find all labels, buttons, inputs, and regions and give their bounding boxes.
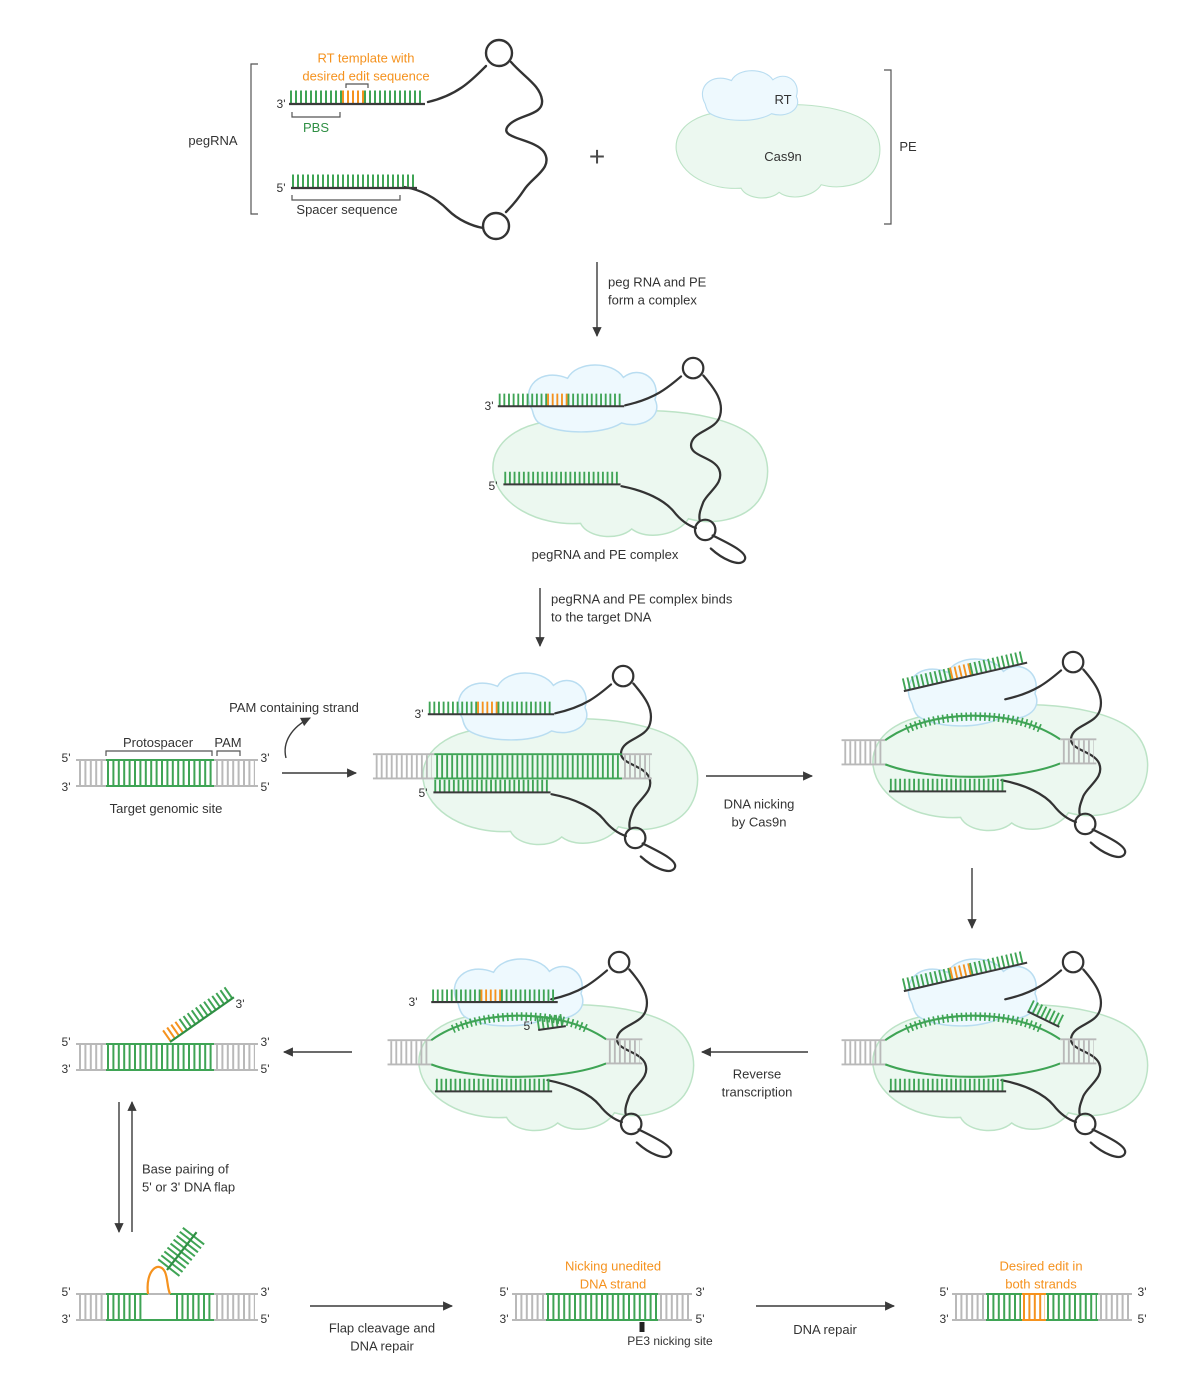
spacer-sequence-label: Spacer sequence [296,202,398,218]
pbs-bracket [291,112,341,118]
prime-label-3: 3' [1137,1284,1147,1299]
step-flap-cleavage: Flap cleavage and DNA repair [328,1320,436,1353]
pe-protein [675,69,892,225]
prime-label-5: 5' [276,180,286,195]
protospacer-label: Protospacer [122,735,194,751]
prime-label-3: 3' [260,750,270,765]
prime-label-3: 3' [235,996,245,1011]
excised-loop [146,1265,172,1295]
prime-label-3: 3' [499,1311,509,1326]
prime-label-3: 3' [484,398,494,413]
prime-label-3: 3' [260,1034,270,1049]
prime-label-5: 5' [418,785,428,800]
prime-label-5: 5' [499,1284,509,1299]
plus-sign: + [588,141,606,173]
dna-with-3prime-flap [76,986,258,1071]
prime-label-3: 3' [414,706,424,721]
prime-label-5: 5' [61,750,71,765]
step-form-complex: peg RNA and PE form a complex [608,274,707,307]
prime-label-5: 5' [523,1018,533,1033]
step-binds-target: pegRNA and PE complex binds to the targe… [551,591,733,624]
step-reverse-transcription: Reverse transcription [721,1066,793,1099]
complex-bound-dna [372,664,699,873]
prime-label-5: 5' [260,1311,270,1326]
spacer-bracket [291,195,401,201]
pam-label: PAM [214,735,242,751]
pegrna-label: pegRNA [188,133,238,149]
prime-label-5: 5' [939,1284,949,1299]
pe-bracket [884,69,892,225]
rt-domain-label: RT [774,92,792,108]
pe3-nicking-site-label: PE3 nicking site [627,1333,713,1348]
step-dna-nicking: DNA nicking by Cas9n [723,796,795,829]
prime-label-5: 5' [260,1061,270,1076]
prime-label-3: 3' [939,1311,949,1326]
prime-label-5: 5' [260,779,270,794]
pam-bracket [216,750,241,756]
pegrna-bracket [250,63,258,215]
pam-strand-label: PAM containing strand [229,700,359,716]
flap-comb [162,986,235,1043]
prime-label-3: 3' [695,1284,705,1299]
cas9n-label: Cas9n [764,149,802,165]
prime-label-5: 5' [488,478,498,493]
pbs-pairing-comb [1027,1000,1065,1028]
prime-label-3: 3' [260,1284,270,1299]
dna-flap-basepaired [76,1225,258,1321]
prime-label-5: 5' [61,1034,71,1049]
step-dna-repair: DNA repair [793,1322,857,1338]
pbs-label: PBS [302,120,330,136]
spacer-comb [291,181,417,188]
prime-label-5: 5' [695,1311,705,1326]
flow-arrows [114,262,977,1311]
target-site-caption: Target genomic site [109,801,223,817]
rt-template-label: RT template with desired edit sequence [302,50,430,83]
rt-template-bracket [345,83,369,88]
complex-pegrna-pe [493,356,769,565]
prime-label-3: 3' [408,994,418,1009]
prime-label-5: 5' [1137,1311,1147,1326]
complex-rt-initiation [842,952,1149,1159]
desired-edit-label: Desired edit in both strands [999,1258,1083,1291]
prime-label-3: 3' [276,96,286,111]
prime-label-3: 3' [61,779,71,794]
complex-nicked [842,652,1149,859]
complex-caption: pegRNA and PE complex [531,547,679,563]
protospacer-bracket [105,750,213,756]
prime-label-3: 3' [61,1061,71,1076]
pam-strand-pointer-arrow [284,717,311,759]
rt-template-comb [289,97,425,104]
cleaved-flap-comb [157,1225,206,1277]
pegrna-structure [250,38,548,241]
dna-desired-edit [952,1293,1132,1321]
pe-label: PE [899,139,917,155]
prime-label-3: 3' [61,1311,71,1326]
target-genomic-site [76,717,358,787]
dna-nicked-unedited [512,1293,692,1332]
prime-label-5: 5' [61,1284,71,1299]
nicking-unedited-label: Nicking unedited DNA strand [564,1258,662,1291]
step-base-pairing: Base pairing of 5' or 3' DNA flap [142,1161,236,1194]
complex-after-rt [388,950,695,1159]
